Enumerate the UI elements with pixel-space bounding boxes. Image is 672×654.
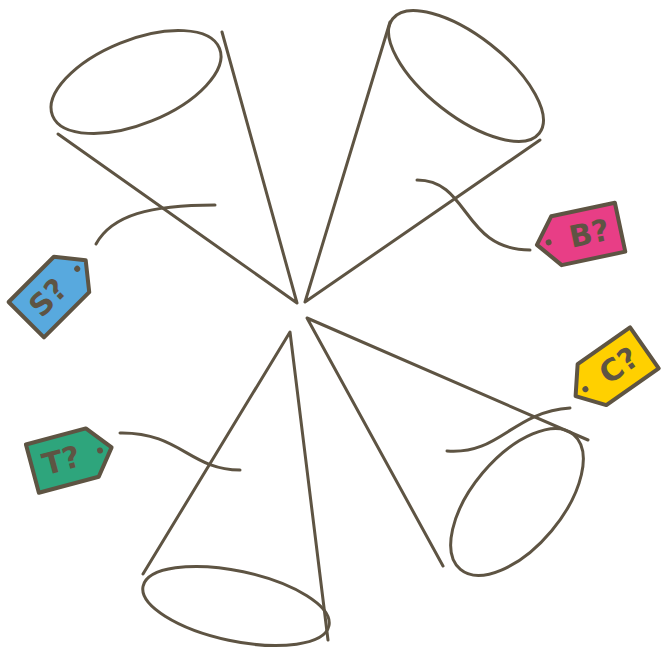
tag-hole [581,385,589,393]
cone-rim [37,9,235,154]
cone-side [305,22,540,302]
tag-outline [9,243,104,338]
cone-rim [368,0,564,165]
cone-rim [426,406,608,599]
tag-string [96,205,215,244]
tag-outline [26,423,118,493]
tag-text: B? [566,215,612,253]
label-tag: B? [529,200,627,271]
tag-string [120,433,240,470]
cone-side [307,318,588,566]
label-tag: T? [23,421,120,495]
tag-string [447,408,570,451]
cone-side [143,332,328,640]
label-tag: C? [558,325,661,420]
cone-rim [136,552,336,654]
tag-outline [531,203,625,270]
tag-hole [545,239,552,246]
tag-hole [73,265,81,273]
cones [37,0,608,654]
tag-string [417,180,530,250]
tag-strings [96,180,570,470]
tag-hole [96,447,103,454]
tag-outline [561,327,658,416]
label-tag: S? [6,240,106,340]
cone-side [58,32,297,303]
